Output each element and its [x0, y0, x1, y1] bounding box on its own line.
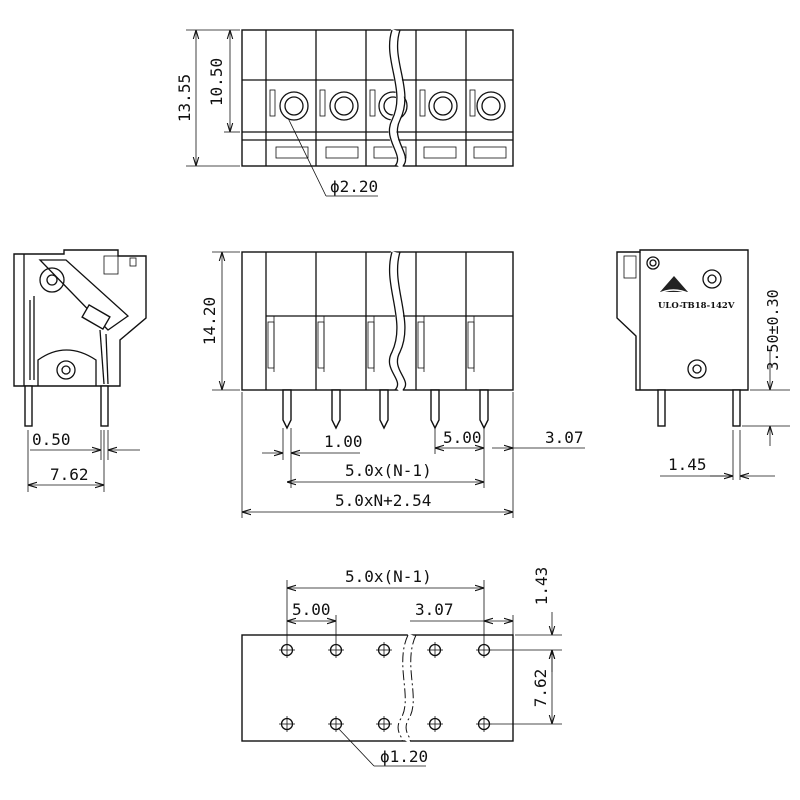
- front-view: 14.20 1.00 5.00 3.07 5.0x(N-1) 5.0xN+2.5…: [200, 250, 585, 518]
- dim-span-pitch: 5.0x(N-1): [345, 461, 432, 480]
- dim-screw-diameter: ϕ2.20: [330, 177, 378, 196]
- dim-pin-thickness: 1.00: [324, 432, 363, 451]
- dim-height-total: 13.55: [175, 74, 194, 122]
- top-view: 13.55 10.50 ϕ2.20: [175, 28, 514, 197]
- right-side-view: ULO-TB18-142V 3.50±0.30 1.45: [616, 249, 790, 480]
- dim-pcb-span-pitch: 5.0x(N-1): [345, 567, 432, 586]
- dim-height-body: 10.50: [207, 58, 226, 106]
- dim-pcb-row-spacing: 7.62: [531, 669, 550, 708]
- dim-height-above-pcb: 3.50±0.30: [764, 289, 782, 370]
- dim-front-height: 14.20: [200, 297, 219, 345]
- brand-logo-icon: [657, 276, 691, 295]
- pcb-hole-icons: [279, 642, 492, 732]
- dim-total-length: 5.0xN+2.54: [335, 491, 431, 510]
- left-side-view: 0.50 7.62: [13, 249, 147, 492]
- dim-pcb-edge-offset: 1.43: [532, 567, 551, 606]
- dim-pcb-pitch: 5.00: [292, 600, 331, 619]
- model-label: ULO-TB18-142V: [658, 301, 735, 311]
- dim-pcb-end-offset: 3.07: [415, 600, 454, 619]
- pcb-layout: 5.0x(N-1) 5.00 3.07 1.43 7.62 ϕ1.20: [241, 567, 562, 767]
- dim-pitch: 5.00: [443, 428, 482, 447]
- screw-head-icons: [279, 91, 506, 121]
- dim-pin-row-spacing: 7.62: [50, 465, 89, 484]
- dim-pin-width: 0.50: [32, 430, 71, 449]
- dim-end-offset: 3.07: [545, 428, 584, 447]
- dim-hole-diameter: ϕ1.20: [380, 747, 428, 766]
- dim-pin-offset: 1.45: [668, 455, 707, 474]
